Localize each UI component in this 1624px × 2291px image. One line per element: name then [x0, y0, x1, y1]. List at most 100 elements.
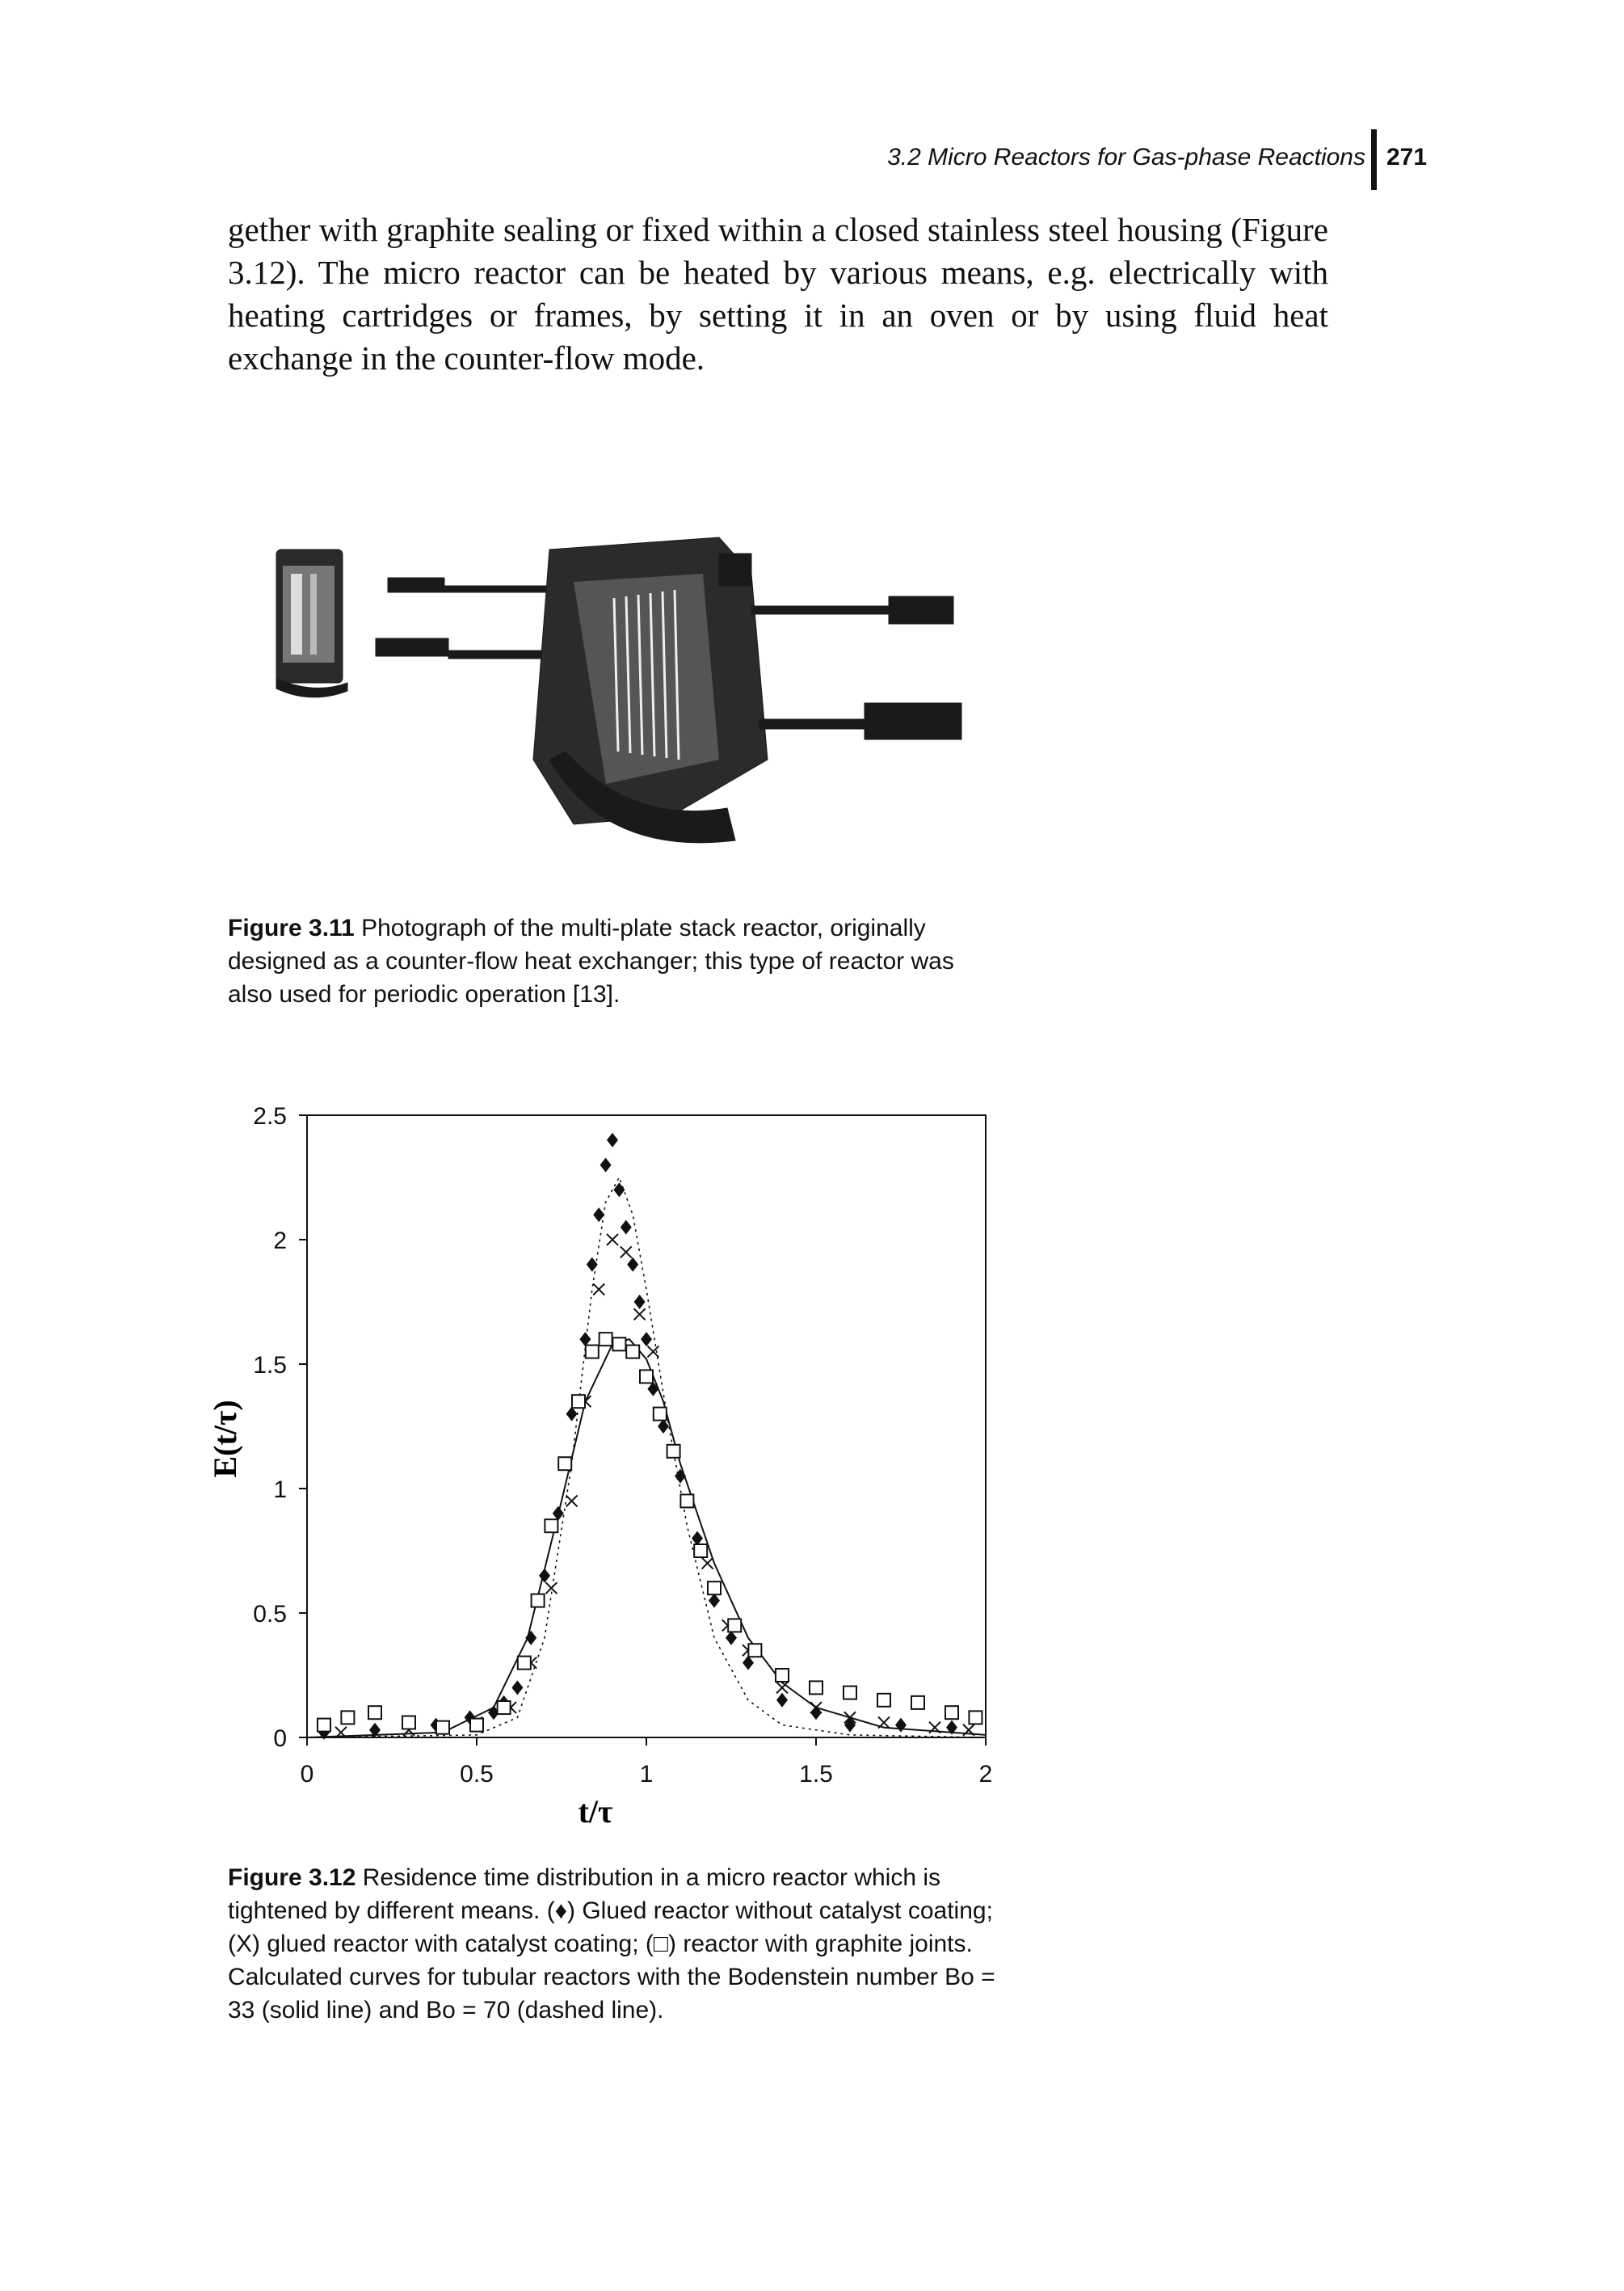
y-tick-label: 1	[273, 1476, 287, 1503]
cross-point	[776, 1681, 789, 1695]
square-point	[612, 1337, 627, 1352]
square-point	[516, 1655, 532, 1670]
square-point	[945, 1705, 959, 1720]
square-point	[544, 1518, 559, 1534]
square-point	[598, 1332, 613, 1347]
diamond-point	[895, 1717, 907, 1733]
diamond-point	[593, 1207, 605, 1223]
figure-3-12-label: Figure 3.12	[228, 1864, 356, 1891]
diamond-point	[844, 1717, 856, 1733]
diamond-point	[692, 1531, 703, 1546]
square-point	[679, 1493, 695, 1509]
square-point	[666, 1443, 681, 1459]
y-tick-label: 0.5	[253, 1601, 287, 1628]
diamond-point	[633, 1295, 646, 1309]
diamond-point	[488, 1705, 499, 1720]
square-point	[639, 1369, 654, 1384]
diamond-point	[579, 1332, 591, 1347]
diamond-point	[641, 1332, 652, 1347]
figure-3-12-text: Residence time distribution in a micro r…	[228, 1864, 995, 2024]
x-tick-label: 1.5	[799, 1761, 833, 1788]
cross-point	[844, 1711, 856, 1725]
square-point	[968, 1710, 983, 1725]
figure-3-11-text: Photograph of the multi-plate stack reac…	[228, 915, 954, 1008]
page-number: 271	[1386, 144, 1428, 171]
square-point	[557, 1456, 573, 1472]
square-point	[435, 1720, 450, 1735]
square-point	[469, 1717, 484, 1733]
cross-point	[877, 1716, 890, 1729]
cross-point	[928, 1720, 941, 1734]
square-point	[809, 1680, 823, 1695]
square-point	[693, 1543, 709, 1558]
diamond-point	[511, 1680, 524, 1695]
diamond-point	[613, 1182, 625, 1198]
diamond-point	[600, 1157, 612, 1173]
square-point	[368, 1705, 382, 1720]
diamond-point	[586, 1257, 598, 1272]
x-tick-label: 0	[301, 1761, 314, 1788]
square-point	[727, 1618, 743, 1633]
figure-3-11-caption: Figure 3.11 Photograph of the multi-plat…	[228, 912, 995, 1011]
curve-bo-70	[306, 1176, 987, 1738]
x-tick-label: 1	[640, 1761, 654, 1788]
square-point	[571, 1394, 586, 1409]
y-tick-label: 2.5	[253, 1103, 287, 1130]
cross-point	[545, 1581, 558, 1594]
cross-point	[565, 1494, 578, 1508]
reactor-photograph	[276, 537, 962, 844]
square-point	[877, 1692, 891, 1708]
x-tick-label: 2	[979, 1761, 993, 1788]
diamond-point	[566, 1406, 578, 1421]
y-tick-label: 0	[273, 1725, 287, 1752]
x-axis-label: t/τ	[578, 1793, 613, 1830]
diamond-point	[369, 1722, 381, 1737]
square-point	[496, 1700, 511, 1716]
y-tick-label: 2	[273, 1228, 287, 1254]
cross-point	[633, 1308, 646, 1321]
square-point	[652, 1406, 667, 1421]
diamond-point	[776, 1692, 788, 1708]
cross-point	[810, 1701, 823, 1714]
diamond-point	[647, 1381, 659, 1396]
cross-point	[701, 1556, 714, 1570]
diamond-point	[525, 1630, 537, 1645]
diamond-point	[552, 1506, 564, 1521]
rtd-chart-container: 0 0.5 1 1.5 2 0 0.5 1 1.5 2 2.5 t/τ E(t/τ)	[202, 1099, 1010, 1830]
header-rule	[1371, 129, 1377, 190]
diamond-point	[627, 1257, 639, 1272]
square-point	[911, 1695, 925, 1710]
diamond-point	[658, 1419, 669, 1434]
figure-3-11-label: Figure 3.11	[228, 915, 355, 941]
square-point	[340, 1710, 356, 1725]
cross-point	[592, 1282, 605, 1296]
figure-3-12-caption: Figure 3.12 Residence time distribution …	[228, 1861, 995, 2027]
square-point	[317, 1717, 331, 1733]
x-tick-label: 0.5	[460, 1761, 494, 1788]
cross-point	[620, 1245, 633, 1259]
plot-area-border	[306, 1114, 987, 1738]
square-point	[584, 1344, 600, 1359]
square-point	[625, 1344, 641, 1359]
diamond-point	[946, 1720, 957, 1735]
square-point	[530, 1593, 545, 1608]
running-header: 3.2 Micro Reactors for Gas-phase Reactio…	[887, 144, 1365, 171]
cross-point	[606, 1233, 619, 1246]
y-axis-label: E(t/τ)	[207, 1400, 243, 1477]
diamond-point	[607, 1132, 618, 1148]
diamond-point	[539, 1568, 550, 1583]
body-paragraph: gether with graphite sealing or fixed wi…	[228, 211, 1328, 377]
y-tick-label: 1.5	[253, 1352, 287, 1379]
diamond-point	[810, 1705, 822, 1720]
diamond-point	[726, 1630, 737, 1645]
square-point	[402, 1715, 416, 1730]
cross-point	[646, 1345, 660, 1358]
diamond-point	[709, 1593, 720, 1608]
rtd-chart: 0 0.5 1 1.5 2 0 0.5 1 1.5 2 2.5 t/τ E(t/τ)	[207, 1103, 993, 1830]
cross-point	[962, 1724, 975, 1737]
diamond-point	[620, 1219, 632, 1235]
square-point	[775, 1668, 789, 1682]
cross-point	[334, 1726, 347, 1739]
square-point	[707, 1581, 722, 1596]
curve-bo-33	[306, 1338, 987, 1738]
